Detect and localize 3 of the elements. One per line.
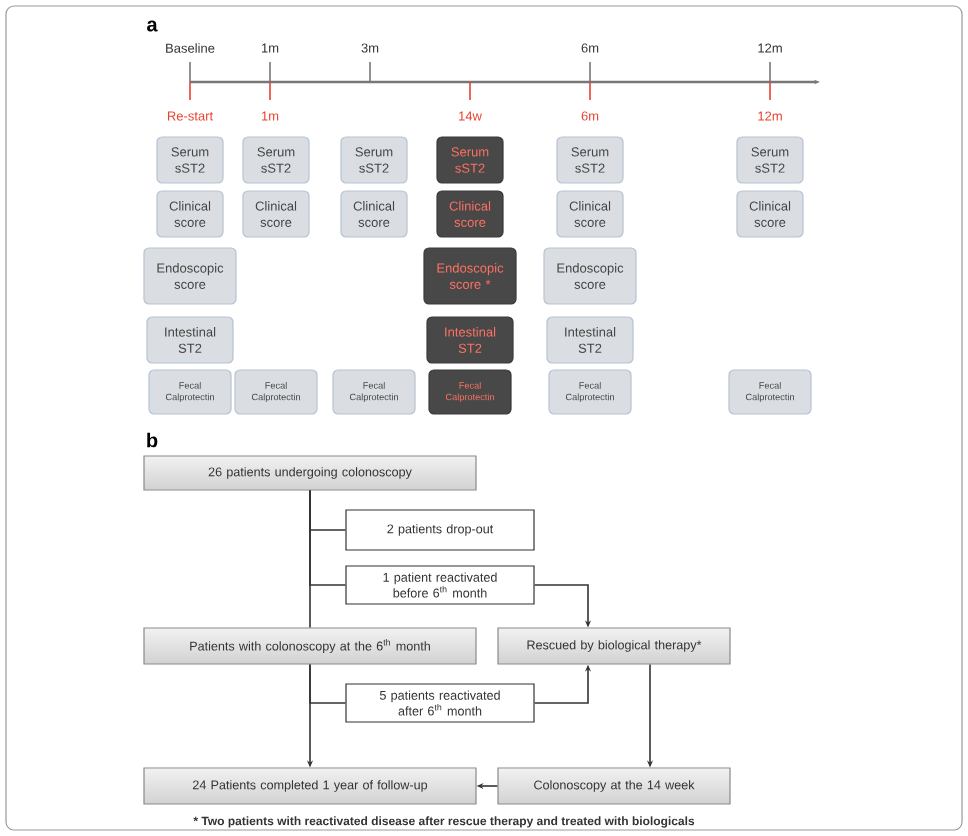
panel-letter: a	[147, 20, 158, 32]
connector	[309, 489, 311, 629]
panel-letter: b	[147, 432, 158, 448]
